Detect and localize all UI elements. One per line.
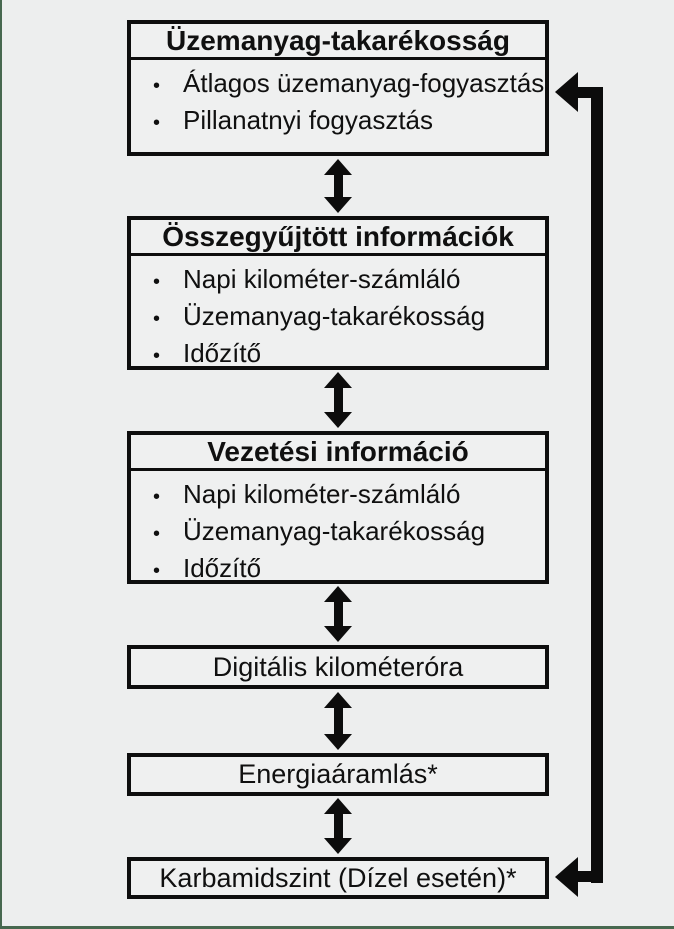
up-down-arrow-icon — [324, 692, 352, 750]
energy-flow-box: Energiaáramlás* — [127, 753, 549, 796]
arrowhead-up-icon — [324, 798, 352, 814]
bullet-icon: • — [153, 523, 161, 545]
arrowhead-down-icon — [324, 197, 352, 213]
box-body: • Napi kilométer-számláló • Üzemanyag-takar… — [131, 471, 545, 588]
up-down-arrow-icon — [324, 586, 352, 642]
arrow-shaft — [333, 814, 343, 838]
bullet-item-label: Pillanatnyi fogyasztás — [183, 105, 434, 135]
bullet-item: • Pillanatnyi fogyasztás — [153, 103, 539, 140]
box-title: Összegyűjtött információk — [131, 220, 545, 256]
bullet-item-label: Átlagos üzemanyag-fogyasztás — [183, 68, 545, 98]
bullet-icon: • — [153, 345, 161, 367]
arrow-shaft — [333, 175, 343, 197]
digital-odometer-box: Digitális kilométeróra — [127, 645, 549, 689]
bullet-item: • Időzítő — [153, 336, 539, 373]
collected-information-box: Összegyűjtött információk • Napi kilométe… — [127, 216, 549, 370]
arrow-shaft — [333, 602, 343, 626]
bullet-item-label: Napi kilométer-számláló — [183, 264, 461, 294]
up-down-arrow-icon — [324, 372, 352, 428]
box-title: Vezetési információ — [131, 435, 545, 471]
fuel-economy-box: Üzemanyag-takarékosság • Átlagos üzemanya… — [127, 20, 549, 156]
arrowhead-up-icon — [324, 159, 352, 175]
loop-line-bottom — [577, 871, 603, 882]
bullet-item-label: Üzemanyag-takarékosság — [183, 516, 486, 546]
bullet-icon: • — [153, 75, 161, 97]
driving-information-box: Vezetési információ • Napi kilométer-szám… — [127, 431, 549, 584]
up-down-arrow-icon — [324, 159, 352, 213]
arrowhead-up-icon — [324, 372, 352, 388]
bullet-item: • Napi kilométer-számláló — [153, 477, 539, 514]
box-title: Üzemanyag-takarékosság — [131, 24, 545, 60]
box-label: Karbamidszint (Dízel esetén)* — [159, 863, 517, 893]
bullet-icon: • — [153, 271, 161, 293]
bullet-item-label: Üzemanyag-takarékosság — [183, 301, 486, 331]
arrowhead-up-icon — [324, 692, 352, 708]
arrowhead-down-icon — [324, 838, 352, 854]
bullet-icon: • — [153, 560, 161, 582]
arrowhead-down-icon — [324, 734, 352, 750]
arrow-shaft — [333, 388, 343, 412]
page-edge-bottom — [0, 926, 674, 929]
box-label: Energiaáramlás* — [238, 759, 438, 789]
bullet-item-label: Napi kilométer-számláló — [183, 479, 461, 509]
bullet-item-label: Időzítő — [183, 553, 262, 583]
loop-line-top — [577, 87, 603, 98]
bullet-item: • Üzemanyag-takarékosság — [153, 514, 539, 551]
bullet-item: • Átlagos üzemanyag-fogyasztás — [153, 66, 544, 103]
bullet-icon: • — [153, 486, 161, 508]
loop-arrowhead-top-icon — [555, 72, 578, 112]
bullet-item: • Napi kilométer-számláló — [153, 262, 539, 299]
arrow-shaft — [333, 708, 343, 734]
urea-level-box: Karbamidszint (Dízel esetén)* — [127, 857, 549, 899]
box-body: • Napi kilométer-számláló • Üzemanyag-takar… — [131, 256, 545, 373]
bullet-item-label: Időzítő — [183, 338, 262, 368]
bullet-item: • Üzemanyag-takarékosság — [153, 299, 539, 336]
page-edge-left — [0, 0, 2, 929]
box-body: • Átlagos üzemanyag-fogyasztás • Pillanatny… — [131, 60, 545, 140]
bullet-icon: • — [153, 308, 161, 330]
loop-arrowhead-bottom-icon — [555, 857, 578, 897]
arrowhead-down-icon — [324, 412, 352, 428]
up-down-arrow-icon — [324, 798, 352, 854]
arrowhead-down-icon — [324, 626, 352, 642]
arrowhead-up-icon — [324, 586, 352, 602]
loop-line-vertical — [591, 87, 603, 883]
bullet-icon: • — [153, 112, 161, 134]
bullet-item: • Időzítő — [153, 551, 539, 588]
box-label: Digitális kilométeróra — [212, 652, 464, 682]
